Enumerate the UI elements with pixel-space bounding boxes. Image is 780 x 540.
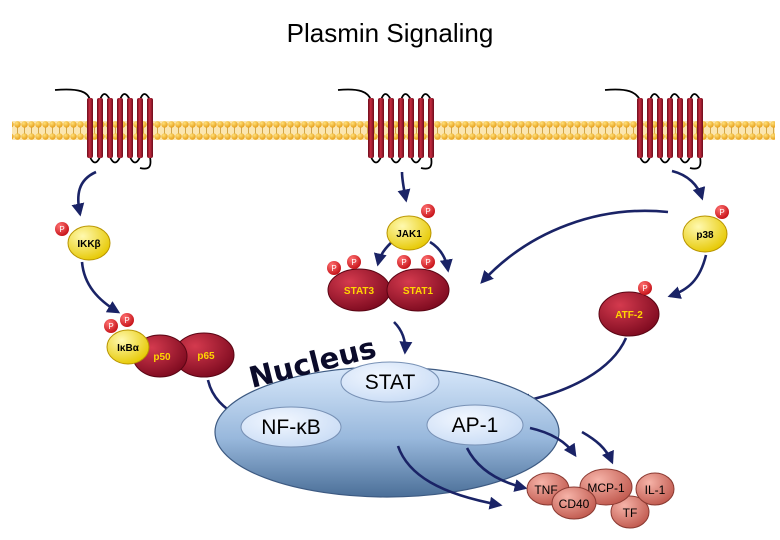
tf-label: TF xyxy=(623,506,638,520)
svg-text:P: P xyxy=(124,316,129,325)
arrow-ap1-to-outputs xyxy=(529,426,577,458)
ikkb-label: IKKβ xyxy=(77,239,100,250)
arrow-receptor-to-jak1 xyxy=(397,171,411,203)
svg-text:P: P xyxy=(331,264,336,273)
jak1-protein: JAK1 xyxy=(386,215,432,251)
stat3-label: STAT3 xyxy=(344,286,375,297)
svg-text:P: P xyxy=(642,284,647,293)
phospho-ikba-1: P xyxy=(104,319,118,333)
phospho-stat1-1: P xyxy=(397,255,411,269)
nfkb-nuclear: NF-κB xyxy=(240,406,342,448)
arrow-receptor-to-ikkb xyxy=(71,170,97,217)
stat1-label: STAT1 xyxy=(403,286,434,297)
phospho-stat3-2: P xyxy=(347,255,361,269)
arrow-stat-to-outputs xyxy=(396,445,503,510)
svg-text:P: P xyxy=(108,322,113,331)
phospho-atf2: P xyxy=(638,281,652,295)
phospho-stat3-1: P xyxy=(327,261,341,275)
phospho-ikba-2: P xyxy=(120,313,134,327)
atf2-label: ATF-2 xyxy=(615,310,643,321)
p38-protein: p38 xyxy=(682,215,728,253)
stat1-protein: STAT1 xyxy=(386,268,450,312)
phospho-ikkb: P xyxy=(55,222,69,236)
arrow-p38-to-atf2 xyxy=(667,254,708,299)
p65-label: p65 xyxy=(197,351,215,362)
stat3-protein: STAT3 xyxy=(327,268,391,312)
stat-nuclear-label: STAT xyxy=(365,371,416,394)
ap1-nuclear: AP-1 xyxy=(426,404,524,446)
ap1-label: AP-1 xyxy=(452,414,499,437)
svg-text:P: P xyxy=(351,258,356,267)
p38-label: p38 xyxy=(696,230,714,241)
stat-nuclear: STAT xyxy=(340,361,440,403)
svg-text:P: P xyxy=(719,208,724,217)
svg-text:P: P xyxy=(425,207,430,216)
ikba-protein: IκBα xyxy=(106,329,150,365)
arrow-jak1-to-stat1 xyxy=(429,240,453,273)
p50-label: p50 xyxy=(153,352,171,363)
phospho-stat1-2: P xyxy=(421,255,435,269)
arrow-ap1-to-tnf xyxy=(465,447,528,492)
phospho-jak1: P xyxy=(421,204,435,218)
mcp1-label: MCP-1 xyxy=(587,481,625,495)
receptor-right xyxy=(604,88,703,170)
tnf-label: TNF xyxy=(534,483,557,497)
receptor-left xyxy=(54,88,153,170)
arrow-p38-to-stat xyxy=(480,209,669,284)
ikba-label: IκBα xyxy=(117,343,140,354)
il1-label: IL-1 xyxy=(645,483,666,497)
arrow-ap1-to-mcp1 xyxy=(581,430,614,465)
phospho-p38: P xyxy=(715,205,729,219)
arrow-ikkb-to-ikba xyxy=(80,261,121,314)
ikkb-protein: IKKβ xyxy=(67,225,111,261)
cd40-label: CD40 xyxy=(559,497,590,511)
arrow-receptor-to-p38 xyxy=(671,169,706,201)
output-il1: IL-1 xyxy=(635,472,675,506)
svg-text:P: P xyxy=(401,258,406,267)
output-tf: TF xyxy=(610,495,650,529)
nfkb-label: NF-κB xyxy=(261,416,321,439)
atf2-protein: ATF-2 xyxy=(598,291,660,337)
jak1-label: JAK1 xyxy=(396,229,422,240)
arrow-atf2-to-ap1 xyxy=(517,337,628,407)
output-cd40: CD40 xyxy=(551,486,597,520)
svg-text:P: P xyxy=(425,258,430,267)
diagram-title: Plasmin Signaling xyxy=(287,18,494,48)
receptor-center xyxy=(337,88,434,170)
arrow-stat-to-nucleus xyxy=(393,321,413,355)
svg-text:P: P xyxy=(59,225,64,234)
